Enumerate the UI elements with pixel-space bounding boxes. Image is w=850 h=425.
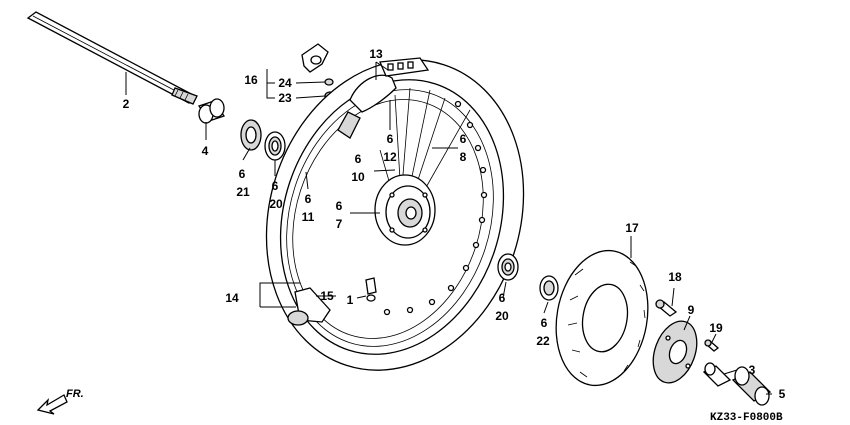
callout-22: 22 [536,334,550,348]
callout-20-right: 20 [495,309,509,323]
callout-6-bearing-right: 6 [499,291,506,305]
speedometer-cable-fitting [301,43,336,101]
small-bolt [704,339,720,352]
callout-16: 16 [244,73,258,87]
front-axle [26,11,198,105]
disc-bolt [655,299,678,317]
callout-20-left: 20 [269,197,283,211]
axle-nut [731,366,772,406]
callout-9: 9 [688,303,695,317]
callout-8: 8 [460,150,467,164]
brake-disc [555,249,649,387]
callout-6-bearing: 6 [272,179,279,193]
bearing-left [264,131,286,161]
diagram-code: KZ33-F0800B [710,412,783,424]
callout-24: 24 [278,76,292,90]
callout-11: 11 [302,210,315,224]
callout-5: 5 [779,387,786,401]
callout-2: 2 [123,97,130,111]
callout-4: 4 [202,144,209,158]
callout-6-seal: 6 [239,167,246,181]
callout-19: 19 [709,321,723,335]
callout-17: 17 [625,221,639,235]
callout-3: 3 [749,363,756,377]
inner-tube [337,57,430,139]
callout-1: 1 [347,293,354,307]
callout-7: 7 [336,217,343,231]
axle-collar [197,98,226,124]
rim-band-and-valve [287,277,377,326]
dust-seal-right [539,275,559,301]
front-wheel-hub [374,174,436,246]
callout-6-spoke-outer: 6 [460,132,467,146]
callout-6-seal-right: 6 [541,316,548,330]
callout-6-tube: 6 [387,132,394,146]
callout-18: 18 [668,270,682,284]
callout-6-spoke: 6 [355,152,362,166]
callout-6-collar: 6 [305,192,312,206]
callout-15: 15 [320,289,334,303]
callout-14: 14 [225,291,239,305]
leader-lines [125,61,772,395]
callout-6-hub: 6 [336,199,343,213]
callout-10: 10 [351,170,365,184]
callout-13: 13 [369,47,383,61]
callout-21: 21 [236,185,250,199]
direction-label: FR. [66,388,84,400]
bearing-right [497,253,519,281]
rim-spoke-holes [383,100,488,316]
callout-12: 12 [383,150,397,164]
callout-23: 23 [278,91,292,105]
disc-cover [652,320,698,384]
front-direction-arrow: FR. [36,388,84,415]
dust-seal-left [240,119,262,151]
side-collar [702,362,732,387]
